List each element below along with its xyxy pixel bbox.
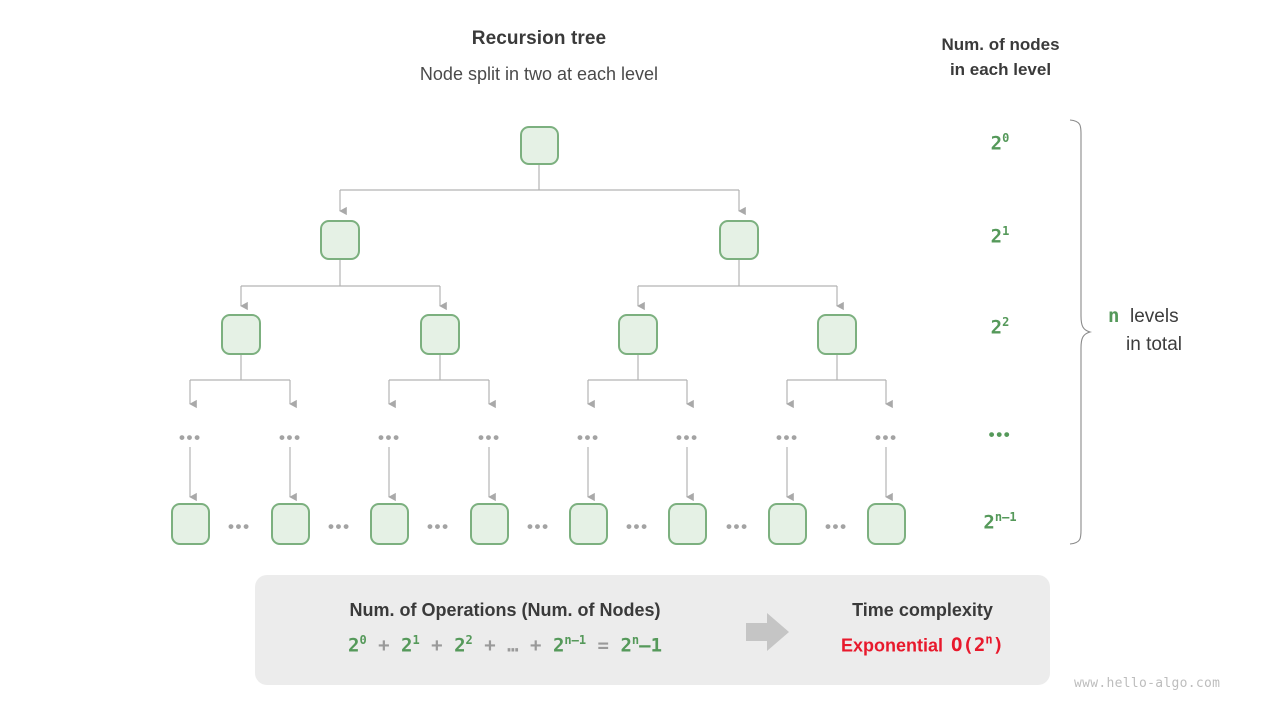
formula-exponent-2: 2 [465,633,473,647]
total-levels-text-line1: levels [1130,306,1179,327]
tree-ellipsis: ••• [577,428,600,447]
formula-result-suffix: –1 [639,634,663,657]
levels-brace-icon [1069,119,1092,545]
formula-term-2: 2 [454,634,466,657]
level-count-base: 2 [990,316,1003,339]
total-levels-variable: n [1108,305,1120,327]
total-levels-text-line2: in total [1126,334,1182,355]
tree-ellipsis: ••• [328,517,351,536]
formula-plus: + [431,634,443,657]
right-block-arrow-icon [746,613,789,651]
level-count-label-2: 22 [957,315,1043,338]
tree-node [320,220,360,260]
tree-ellipsis: ••• [279,428,302,447]
complexity-notation-prefix: O(2 [951,634,986,657]
formula-result-exponent: n [631,633,640,647]
recursion-tree-graphic [189,165,893,502]
tree-ellipsis: ••• [875,428,898,447]
tree-node [618,314,658,355]
operations-group: Num. of Operations (Num. of Nodes) 20 + … [295,600,715,656]
level-count-exponent: 1 [1002,224,1010,238]
complexity-value: Exponential O(2n) [810,633,1035,656]
summary-panel [255,575,1050,685]
tree-ellipsis: ••• [378,428,401,447]
tree-ellipsis: ••• [825,517,848,536]
tree-ellipsis: ••• [676,428,699,447]
formula-plus: + [378,634,390,657]
tree-node [867,503,906,545]
operations-heading: Num. of Operations (Num. of Nodes) [349,600,661,620]
complexity-heading: Time complexity [852,600,993,620]
tree-node [668,503,707,545]
page-title: Recursion tree [471,28,607,49]
tree-node [470,503,509,545]
right-column-heading: Num. of nodes in each level [898,32,1103,82]
level-count-base: 2 [990,225,1003,248]
tree-node [420,314,460,355]
tree-node [171,503,210,545]
tree-ellipsis: ••• [626,517,649,536]
right-column-heading-line1: Num. of nodes [941,35,1060,54]
complexity-group: Time complexity Exponential O(2n) [810,600,1035,656]
level-count-exponent: n–1 [994,510,1017,524]
watermark: www.hello-algo.com [1074,676,1221,691]
tree-node [569,503,608,545]
tree-ellipsis: ••• [527,517,550,536]
complexity-notation: O(2n) [951,633,1005,657]
formula-result-base: 2 [620,634,632,657]
level-count-exponent: 0 [1002,131,1010,145]
tree-ellipsis: ••• [726,517,749,536]
tree-ellipsis: ••• [179,428,202,447]
tree-node [768,503,807,545]
complexity-notation-exponent: n [985,633,993,647]
tree-node [370,503,409,545]
complexity-notation-suffix: ) [992,634,1005,657]
formula-equals: = [597,634,609,657]
level-count-label-ellipsis: ••• [988,425,1012,444]
level-count-label-0: 20 [957,131,1043,154]
formula-plus: + [530,634,542,657]
formula-plus: + [484,634,496,657]
tree-ellipsis: ••• [228,517,251,536]
tree-node [271,503,310,545]
level-count-exponent: 2 [1002,315,1010,329]
complexity-word: Exponential [840,635,943,656]
level-count-base: 2 [990,132,1003,155]
formula-term-3: 2 [552,634,565,657]
formula-mid-dots: … [507,634,519,657]
tree-node [719,220,759,260]
tree-ellipsis: ••• [478,428,501,447]
level-count-base: 2 [983,511,995,534]
formula-term-0: 2 [347,634,360,657]
formula-exponent-1: 1 [412,633,420,647]
level-count-label-n-1: 2n–1 [957,510,1043,533]
total-levels-label: n levels in total [1108,302,1258,359]
formula-exponent-3: n–1 [564,633,587,647]
operations-formula: 20 + 21 + 22 + … + 2n–1 = 2n–1 [295,633,715,656]
tree-ellipsis: ••• [427,517,450,536]
right-column-heading-line2: in each level [949,60,1052,79]
tree-ellipsis: ••• [776,428,799,447]
tree-node [221,314,261,355]
level-count-label-1: 21 [957,224,1043,247]
formula-term-1: 2 [401,634,413,657]
page-subtitle: Node split in two at each level [419,64,659,84]
tree-node [817,314,857,355]
formula-exponent-0: 0 [359,633,367,647]
tree-node [520,126,559,165]
